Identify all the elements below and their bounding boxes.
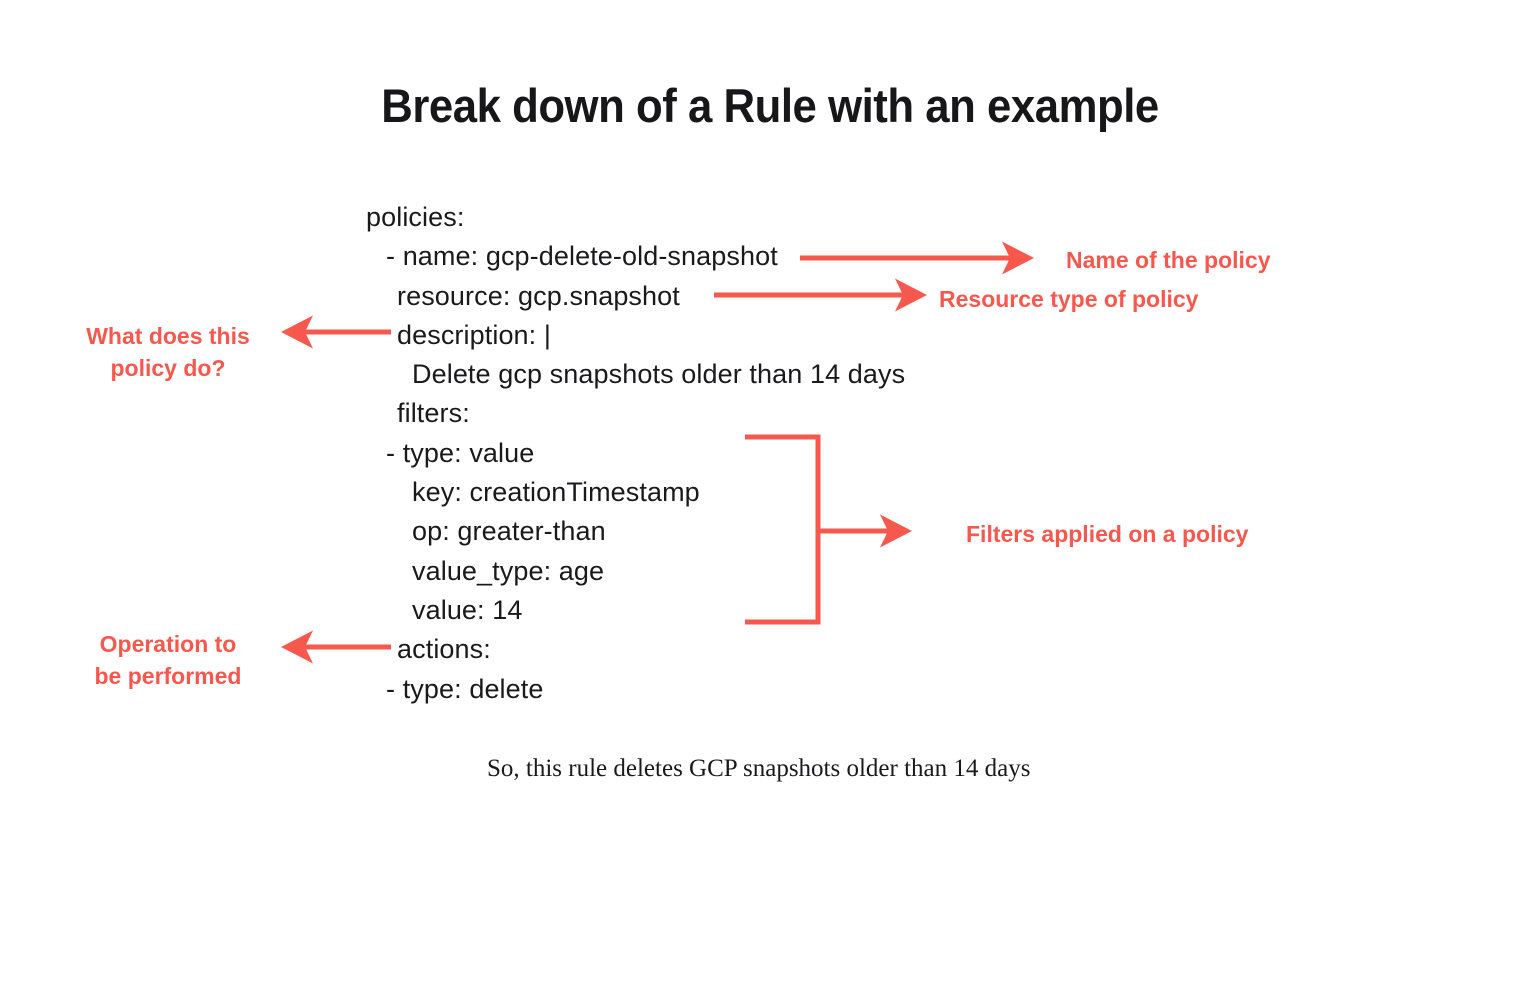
yaml-line: - type: value bbox=[386, 437, 535, 468]
yaml-line: key: creationTimestamp bbox=[412, 477, 700, 508]
yaml-line: - type: delete bbox=[386, 673, 544, 704]
yaml-line: actions: bbox=[397, 634, 491, 665]
annotation-operation-performed: Operation to be performed bbox=[94, 631, 242, 689]
summary-caption: So, this rule deletes GCP snapshots olde… bbox=[487, 755, 1031, 782]
yaml-line: policies: bbox=[366, 202, 465, 232]
yaml-code-block: policies: - name: gcp-delete-old-snapsho… bbox=[366, 198, 905, 709]
yaml-line: resource: gcp.snapshot bbox=[397, 280, 680, 311]
yaml-line: value_type: age bbox=[412, 555, 605, 586]
yaml-line: value: 14 bbox=[412, 594, 523, 625]
annotation-resource-type: Resource type of policy bbox=[939, 286, 1199, 312]
page-title: Break down of a Rule with an example bbox=[381, 79, 1159, 132]
yaml-line: op: greater-than bbox=[412, 516, 606, 547]
annotation-name-of-policy: Name of the policy bbox=[1066, 247, 1271, 273]
annotation-filters-applied: Filters applied on a policy bbox=[966, 521, 1249, 547]
yaml-line: description: | bbox=[397, 319, 551, 350]
yaml-line: - name: gcp-delete-old-snapshot bbox=[386, 241, 778, 272]
annotation-what-does-policy-do: What does this policy do? bbox=[86, 323, 250, 381]
yaml-line: Delete gcp snapshots older than 14 days bbox=[412, 359, 906, 390]
yaml-line: filters: bbox=[397, 398, 470, 429]
